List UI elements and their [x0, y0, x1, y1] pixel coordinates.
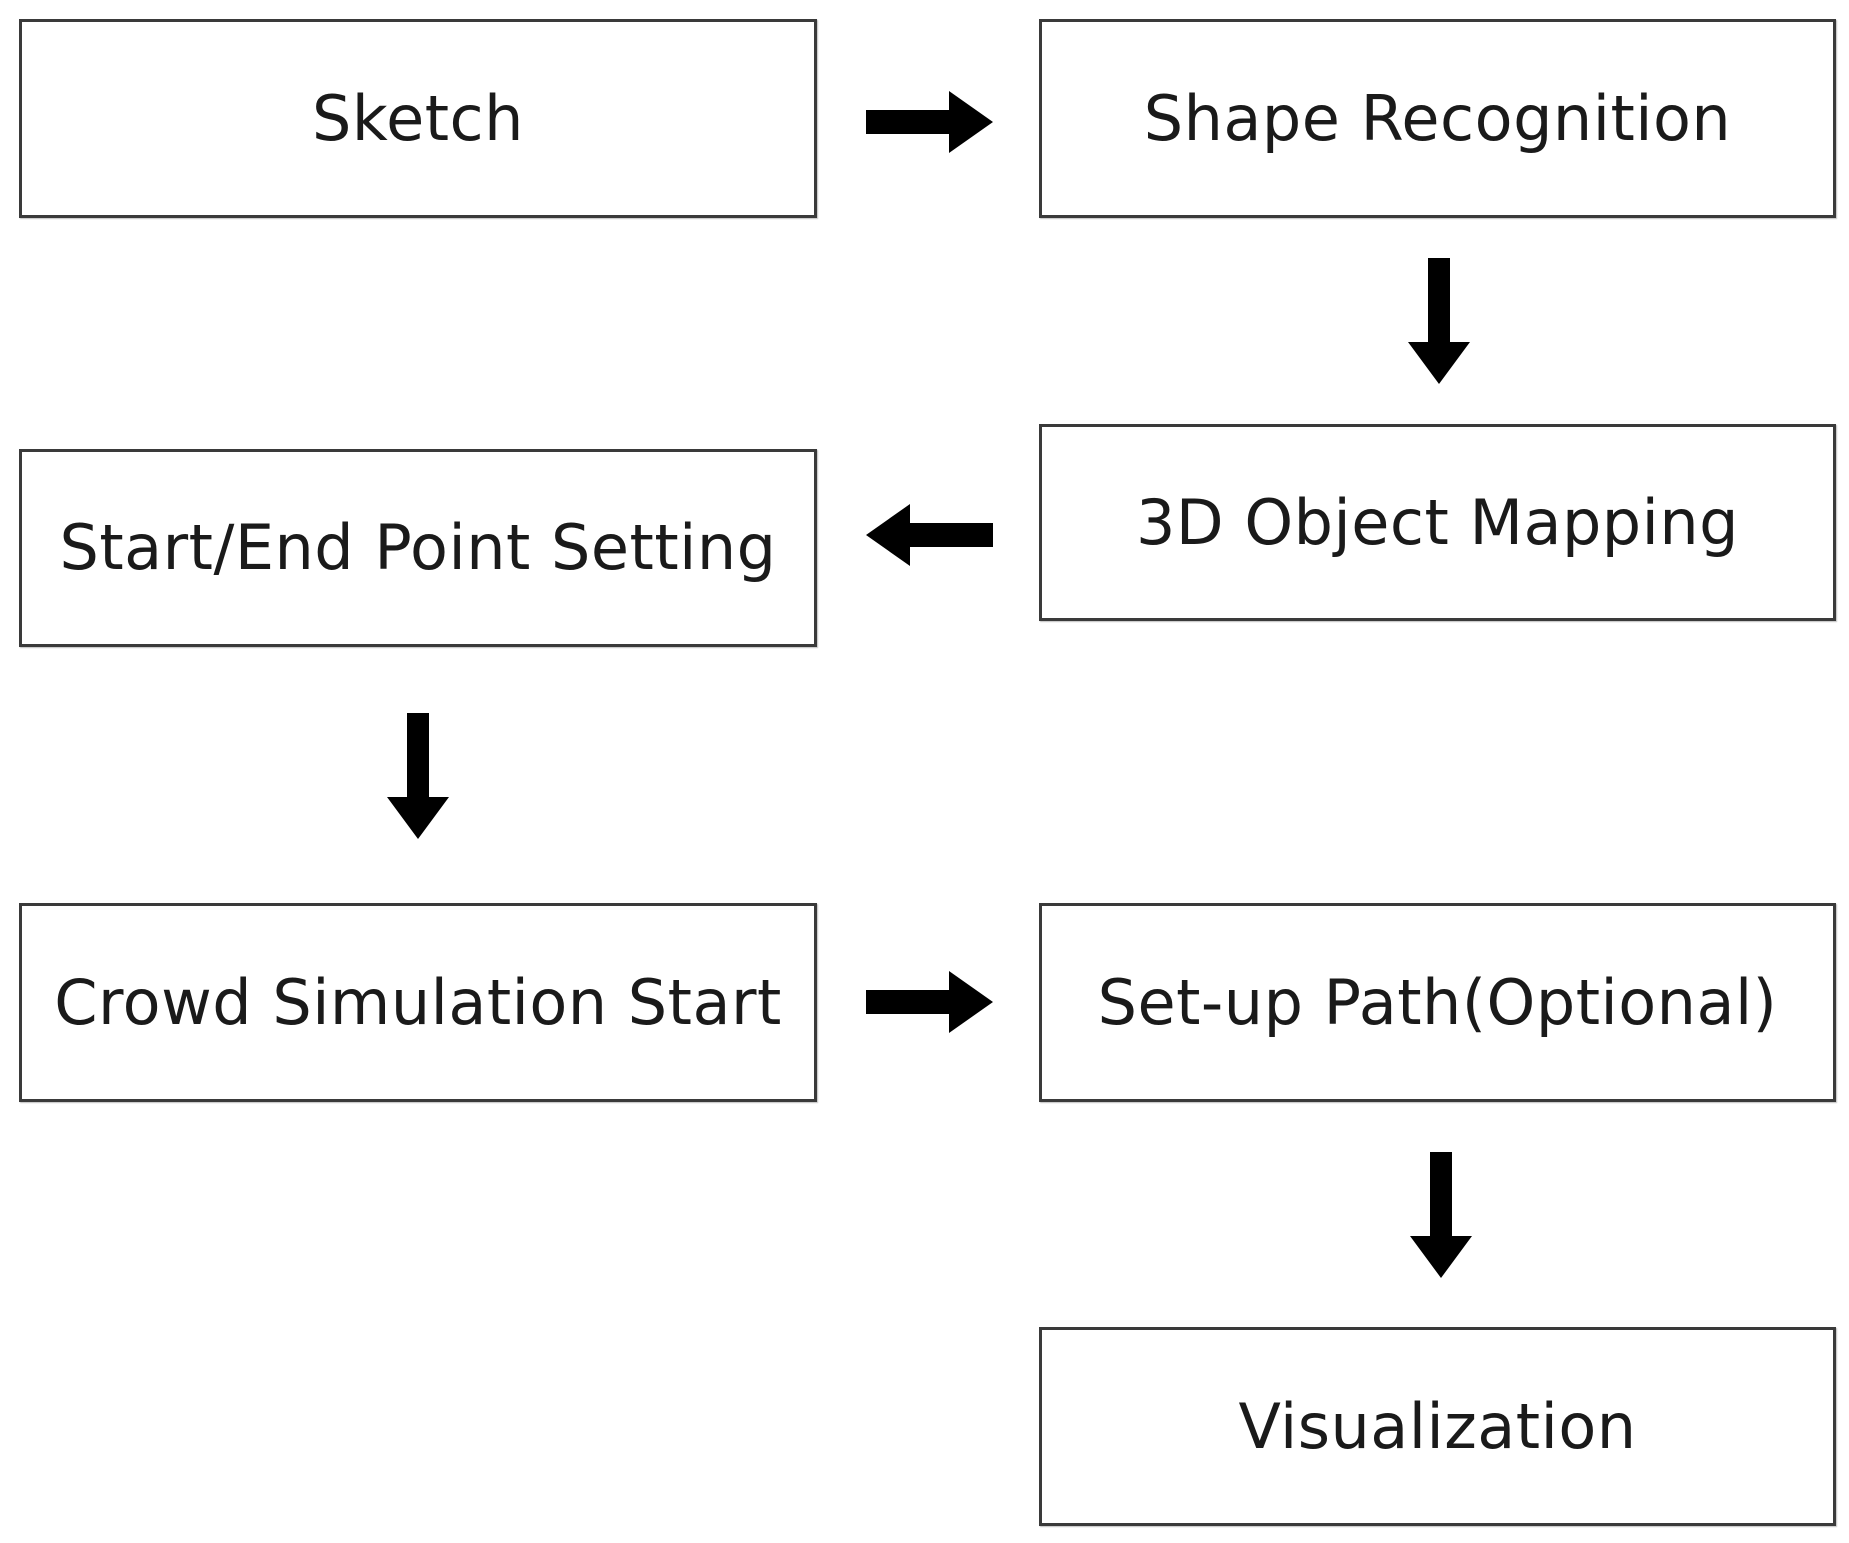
visualization-label: Visualization	[1238, 1389, 1637, 1463]
object-mapping-label: 3D Object Mapping	[1135, 485, 1740, 559]
setup-path-label: Set-up Path(Optional)	[1097, 965, 1778, 1039]
shape-recognition-box: Shape Recognition	[1039, 19, 1836, 218]
arrow-down-icon	[1408, 258, 1470, 384]
sketch-label: Sketch	[312, 81, 524, 155]
arrow-down-icon	[1410, 1152, 1472, 1278]
arrow-down-icon	[387, 713, 449, 839]
arrow-right-icon	[866, 91, 993, 153]
shape-recognition-label: Shape Recognition	[1143, 81, 1732, 155]
arrow-right-icon	[866, 971, 993, 1033]
arrow-left-icon	[866, 504, 993, 566]
crowd-simulation-label: Crowd Simulation Start	[54, 965, 782, 1039]
start-end-point-label: Start/End Point Setting	[59, 511, 777, 584]
start-end-point-box: Start/End Point Setting	[19, 449, 817, 647]
visualization-box: Visualization	[1039, 1327, 1836, 1526]
crowd-simulation-box: Crowd Simulation Start	[19, 903, 817, 1102]
object-mapping-box: 3D Object Mapping	[1039, 424, 1836, 621]
setup-path-box: Set-up Path(Optional)	[1039, 903, 1836, 1102]
sketch-box: Sketch	[19, 19, 817, 218]
